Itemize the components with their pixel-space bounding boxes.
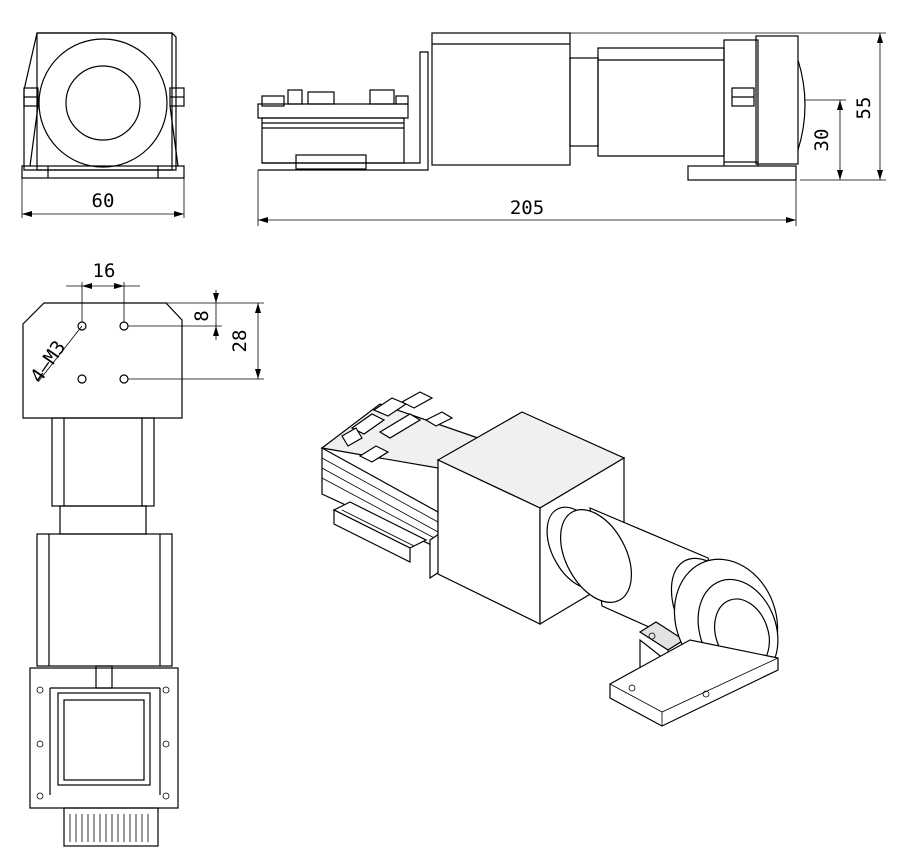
dim-height-30: 30 — [811, 129, 833, 152]
label-4-m3: 4—M3 — [26, 337, 70, 387]
side-view — [257, 32, 886, 226]
dim-width-60: 60 — [92, 190, 115, 212]
dim-hole-spacing-16: 16 — [93, 260, 116, 282]
top-view — [22, 282, 264, 847]
isometric-view — [320, 391, 779, 727]
dim-offset-8: 8 — [191, 310, 213, 321]
dim-height-55: 55 — [853, 97, 875, 120]
front-view — [21, 32, 185, 218]
dim-hole-spacing-28: 28 — [229, 330, 251, 353]
dim-length-205: 205 — [510, 197, 544, 219]
